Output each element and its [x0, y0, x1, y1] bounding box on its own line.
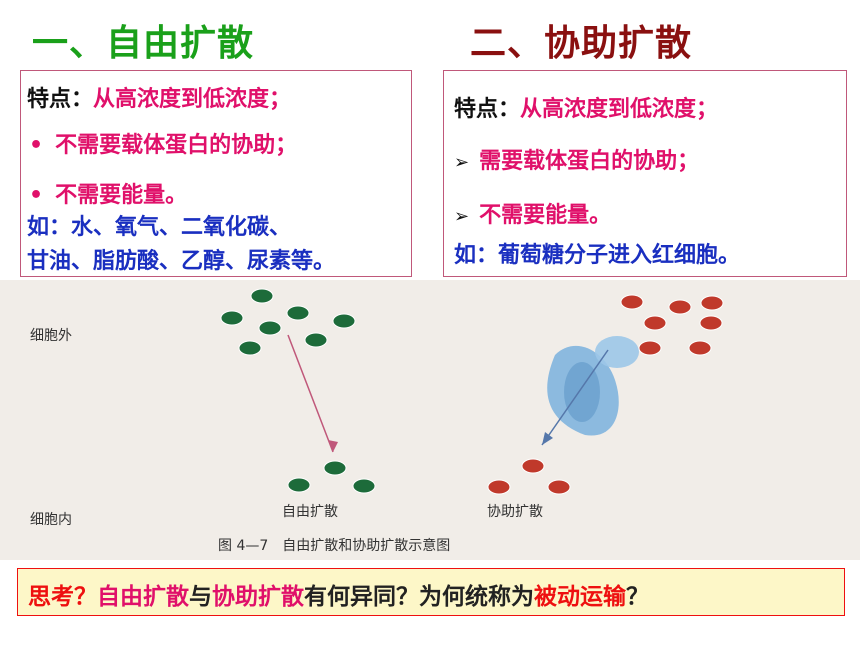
red-molecule [547, 479, 571, 495]
point-text: 不需要载体蛋白的协助； [55, 133, 298, 158]
assisted-diffusion-arrow [541, 349, 609, 446]
outside-label: 细胞外 [30, 328, 72, 344]
feature-line: 特点：从高浓度到低浓度； [454, 91, 718, 123]
think-label: 思考？ [28, 584, 97, 610]
point-line-1: ➢ 需要载体蛋白的协助； [454, 143, 699, 175]
green-molecule [332, 313, 356, 329]
point-line-2: • 不需要能量。 [29, 177, 187, 209]
red-molecule [638, 340, 662, 356]
red-molecule [487, 479, 511, 495]
feature-value: 从高浓度到低浓度； [520, 97, 719, 122]
green-molecule [286, 305, 310, 321]
free-diffusion-arrowhead [328, 440, 338, 452]
feature-value: 从高浓度到低浓度； [93, 87, 292, 112]
bullet-icon: • [29, 183, 44, 208]
point-line-2: ➢ 不需要能量。 [454, 197, 611, 229]
membrane-svg: 细胞外 细胞内 自由扩散 协助扩散 图 4—7 自由扩散和协助扩散示意图 [30, 0, 790, 554]
example-line: 如：葡萄糖分子进入红细胞。 [454, 243, 741, 268]
feature-label: 特点： [454, 97, 521, 122]
molecules [220, 288, 724, 495]
red-molecule [521, 458, 545, 474]
green-molecule [250, 288, 274, 304]
feature-label: 特点： [27, 87, 94, 112]
term-assisted: 协助扩散 [212, 584, 304, 610]
green-molecule [304, 332, 328, 348]
free-diffusion-arrow [287, 334, 334, 453]
free-diffusion-label: 自由扩散 [282, 504, 338, 520]
green-molecule [220, 310, 244, 326]
term-free: 自由扩散 [97, 584, 189, 610]
inside-label: 细胞内 [30, 512, 72, 528]
term-passive: 被动运输 [534, 584, 626, 610]
assisted-diffusion-arrowhead [542, 432, 553, 445]
bullet-icon: • [29, 133, 44, 158]
red-molecule [668, 299, 692, 315]
free-diffusion-box: 特点：从高浓度到低浓度； • 不需要载体蛋白的协助； • 不需要能量。 如：水、氧气… [20, 70, 412, 277]
green-molecule [352, 478, 376, 494]
point-text: 不需要能量。 [55, 183, 188, 208]
green-molecule [323, 460, 347, 476]
title-free-diffusion: 一、自由扩散 [32, 23, 255, 64]
red-molecule [620, 294, 644, 310]
title-assisted-diffusion: 二、协助扩散 [470, 23, 693, 64]
point-text: 不需要能量。 [479, 203, 612, 228]
green-molecule [238, 340, 262, 356]
figure-caption: 图 4—7 自由扩散和协助扩散示意图 [218, 537, 450, 554]
arrow-bullet-icon: ➢ [454, 152, 470, 173]
think-question-box: 思考？自由扩散与协助扩散有何异同？为何统称为被动运输？ [17, 568, 845, 616]
assisted-diffusion-box: 特点：从高浓度到低浓度； ➢ 需要载体蛋白的协助； ➢ 不需要能量。 如：葡萄糖分子… [443, 70, 847, 277]
red-molecule [700, 295, 724, 311]
green-molecule [258, 320, 282, 336]
example-line-1: 如：水、氧气、二氧化碳、 [27, 215, 292, 240]
red-molecule [643, 315, 667, 331]
example-line-2: 甘油、脂肪酸、乙醇、尿素等。 [27, 249, 336, 274]
think-question: 思考？自由扩散与协助扩散有何异同？为何统称为被动运输？ [28, 584, 649, 610]
membrane-diagram: 细胞外 细胞内 自由扩散 协助扩散 图 4—7 自由扩散和协助扩散示意图 [0, 0, 860, 560]
assisted-diffusion-label: 协助扩散 [487, 504, 543, 520]
green-molecule [287, 477, 311, 493]
point-line-1: • 不需要载体蛋白的协助； [29, 127, 297, 159]
red-molecule [688, 340, 712, 356]
arrow-bullet-icon: ➢ [454, 206, 470, 227]
feature-line: 特点：从高浓度到低浓度； [27, 81, 291, 113]
point-text: 需要载体蛋白的协助； [479, 149, 700, 174]
red-molecule [699, 315, 723, 331]
carrier-protein [547, 336, 639, 436]
